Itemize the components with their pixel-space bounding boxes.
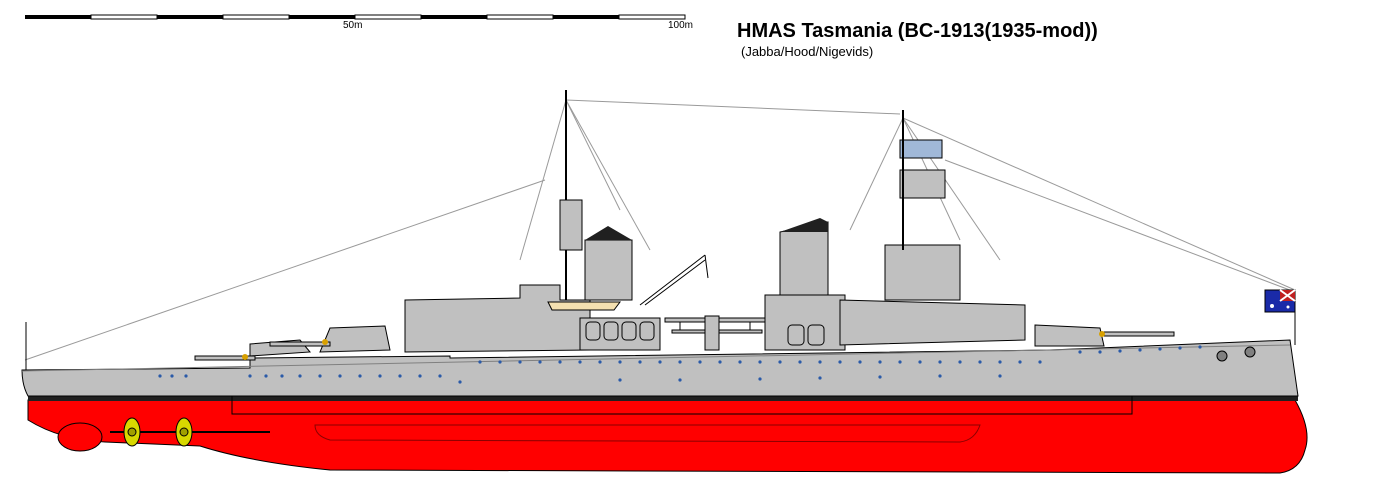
propeller-icon [123,417,141,447]
anchor-hawse [1216,350,1228,362]
aft-superfiring-turret [269,325,391,353]
anchor-hawse [1244,346,1256,358]
bridge-tower [884,244,961,301]
scale-label-100m: 100m [668,20,694,31]
propeller-icon [175,417,193,447]
midships-deckhouse [579,317,661,351]
forward-deckhouse [764,294,846,351]
scale-label-50m: 50m [343,20,363,31]
portholes [158,345,1202,384]
ships-boat [547,301,621,311]
australian-ensign-icon [1264,289,1296,313]
forward-superstructure [839,299,1026,346]
bilge-keel [314,424,981,443]
boat-crane [639,254,709,306]
aft-superstructure [404,284,591,353]
rudder [57,422,103,452]
aft-funnel [584,239,633,301]
hull-red-underbody [27,399,1308,474]
forward-funnel [779,221,829,301]
boot-topping [28,396,1298,401]
hull-gray-topsides [21,339,1299,397]
seaplane-icon [664,315,766,351]
scale-bar [25,14,686,20]
drawing-credit: (Jabba/Hood/Nigevids) [741,44,874,59]
rigging-lines [24,99,1296,361]
ship-title: HMAS Tasmania (BC-1913(1935-mod)) [737,20,1098,42]
forward-turret-a [1034,324,1175,347]
